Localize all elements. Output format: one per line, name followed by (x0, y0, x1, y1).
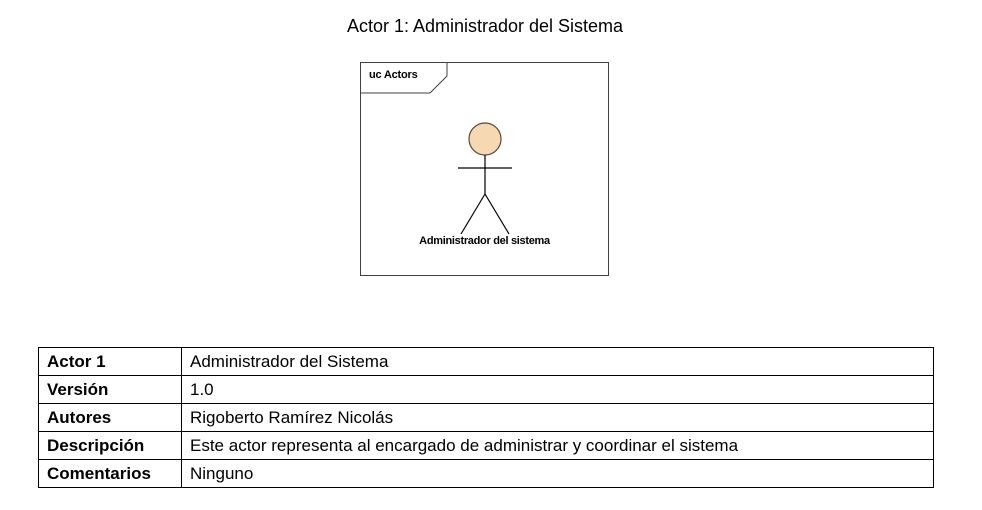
row-label: Actor 1 (38, 347, 182, 376)
row-value: Administrador del Sistema (181, 347, 934, 376)
row-value: Este actor representa al encargado de ad… (181, 431, 934, 460)
actor-stick-figure-icon (458, 122, 512, 235)
table-row: Actor 1 Administrador del Sistema (38, 347, 934, 376)
uml-use-case-diagram: uc Actors Administrador del sistema (360, 62, 609, 276)
row-value: Ninguno (181, 459, 934, 488)
actor-name-label: Administrador del sistema (419, 235, 550, 247)
table-row: Versión 1.0 (38, 375, 934, 404)
actor-right-leg (484, 193, 510, 235)
row-label: Versión (38, 375, 182, 404)
frame-tab-outline (361, 63, 448, 94)
row-label: Autores (38, 403, 182, 432)
actor-info-table: Actor 1 Administrador del Sistema Versió… (38, 347, 934, 488)
row-label: Descripción (38, 431, 182, 460)
actor-head (468, 122, 502, 156)
row-value: 1.0 (181, 375, 934, 404)
actor-left-leg (460, 193, 486, 235)
table-row: Autores Rigoberto Ramírez Nicolás (38, 403, 934, 432)
table-row: Descripción Este actor representa al enc… (38, 431, 934, 460)
row-value: Rigoberto Ramírez Nicolás (181, 403, 934, 432)
page-title: Actor 1: Administrador del Sistema (346, 16, 624, 36)
table-row: Comentarios Ninguno (38, 459, 934, 488)
row-label: Comentarios (38, 459, 182, 488)
frame-label: uc Actors (369, 69, 418, 81)
